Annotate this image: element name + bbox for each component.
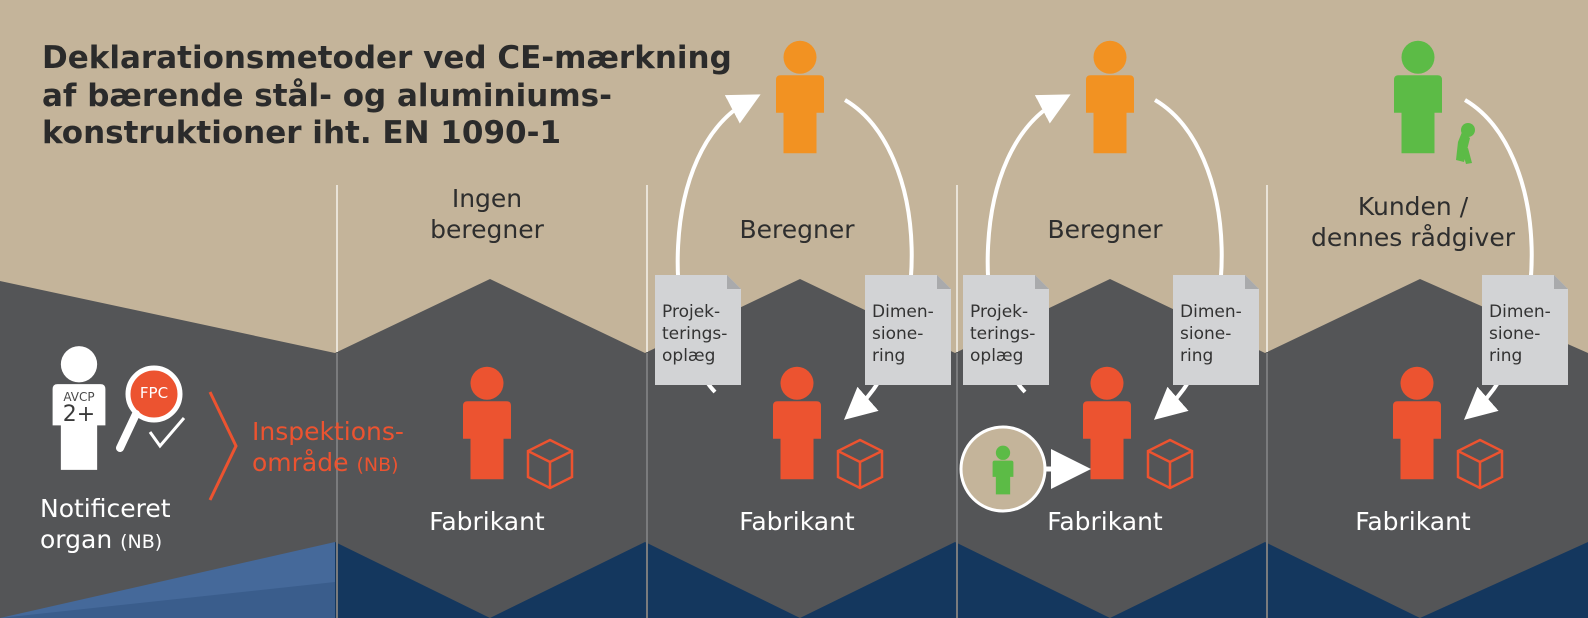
column-2-role: Beregner	[739, 215, 855, 244]
column-4-role: Kunden /dennes rådgiver	[1310, 192, 1516, 252]
column-4-manufacturer-label: Fabrikant	[1355, 507, 1471, 536]
cube-icons	[526, 438, 1504, 490]
avcp-label: AVCP	[63, 390, 95, 404]
notified-body-label: Notificeret organ (NB)	[40, 494, 171, 554]
document-label: Projek-terings-oplæg	[970, 302, 1036, 366]
document-icon	[1173, 275, 1259, 385]
title-line-1: Deklarationsmetoder ved CE-mærkning	[42, 40, 732, 76]
document-icon	[865, 275, 951, 385]
column-dividers	[336, 185, 1268, 352]
title-line-2: af bærende stål- og aluminiums-	[42, 78, 612, 114]
document-icon	[1482, 275, 1568, 385]
column-3-manufacturer-label: Fabrikant	[1047, 507, 1163, 536]
document-label: Dimen-sione-ring	[1489, 302, 1551, 366]
avcp-value: 2+	[62, 402, 96, 427]
column-3-role: Beregner	[1047, 215, 1163, 244]
advisor-mini-icon	[1456, 123, 1475, 164]
document-label: Projek-terings-oplæg	[662, 302, 728, 366]
document-icon	[963, 275, 1049, 385]
magnifier-icon	[116, 365, 186, 452]
title-line-3: konstruktioner iht. EN 1090-1	[42, 115, 562, 151]
column-2-manufacturer-label: Fabrikant	[739, 507, 855, 536]
document-icon	[655, 275, 741, 385]
fpc-label: FPC	[139, 384, 169, 402]
document-label: Dimen-sione-ring	[872, 302, 934, 366]
navy-band	[335, 542, 1588, 618]
inspection-area-label: Inspektions- område (NB)	[252, 417, 404, 477]
document-label: Dimen-sione-ring	[1180, 302, 1242, 366]
advisor-bubble-icon	[959, 425, 1091, 513]
chevron-right-icon	[208, 391, 238, 501]
column-1-manufacturer-label: Fabrikant	[429, 507, 545, 536]
